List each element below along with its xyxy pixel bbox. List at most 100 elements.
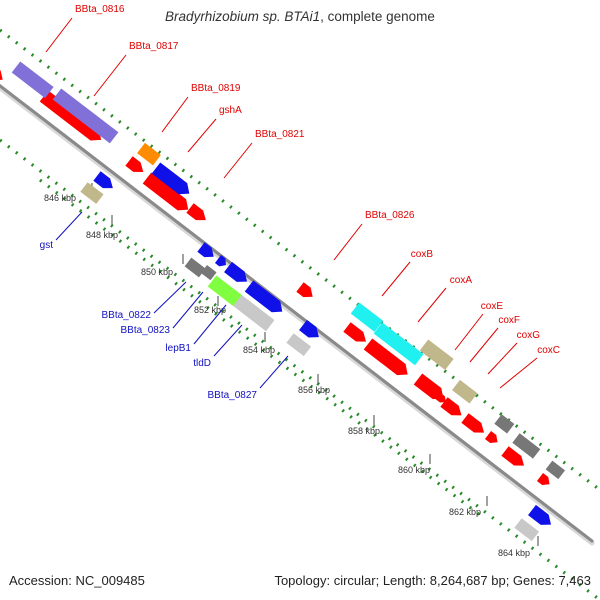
gene-label-leader	[187, 118, 217, 153]
gene-label[interactable]: BBta_0821	[255, 129, 305, 140]
features	[0, 61, 566, 542]
gray-feature-2	[200, 265, 217, 281]
scale-tick-label: 854 kbp	[243, 345, 275, 355]
red-cds-1	[0, 65, 3, 81]
red-cds-14	[501, 446, 525, 466]
gene-label[interactable]: BBta_0826	[365, 210, 415, 221]
gene-label[interactable]: coxE	[481, 301, 504, 312]
gene-label-leader	[417, 287, 447, 323]
blue-cds-6	[244, 280, 283, 313]
blue-cds-4	[214, 255, 226, 267]
backbone-group	[0, 83, 595, 546]
page-title: Bradyrhizobium sp. BTAi1, complete genom…	[0, 9, 600, 24]
scale-ticks: 846 kbp 848 kbp 850 kbp 852 kbp 854 kbp 856 k…	[44, 183, 539, 558]
cyan-feature-1	[350, 302, 384, 332]
gene-label[interactable]: BBta_0822	[102, 310, 152, 321]
topology-text: Topology: circular; Length: 8,264,687 bp…	[274, 573, 591, 588]
red-cds-13	[484, 431, 498, 443]
title-suffix: , complete genome	[320, 9, 435, 24]
lime-feature	[207, 275, 242, 307]
scale-tick-label: 846 kbp	[44, 193, 76, 203]
gene-label[interactable]: BBta_0827	[208, 390, 258, 401]
gene-label[interactable]: coxB	[411, 249, 434, 260]
scale-tick-label: 852 kbp	[194, 305, 226, 315]
red-cds-2	[39, 90, 102, 141]
scale-tick-label: 858 kbp	[348, 426, 380, 436]
accession-text: Accession: NC_009485	[9, 573, 145, 588]
gene-label-leader	[213, 324, 243, 357]
red-cds-10	[435, 392, 446, 403]
light-gray-feature-3	[514, 518, 540, 542]
gene-label[interactable]: coxA	[450, 275, 473, 286]
red-cds-4	[142, 172, 189, 211]
gray-feature-5	[545, 460, 566, 480]
red-cds-7	[343, 322, 367, 342]
gene-label[interactable]: lepB1	[165, 343, 191, 354]
blue-cds-3	[197, 242, 214, 258]
gene-label-leader	[193, 304, 227, 345]
blue-cds-2	[93, 171, 113, 189]
gene-label-leader	[55, 211, 83, 241]
gene-label[interactable]: tldD	[193, 358, 211, 369]
gene-label-leader	[469, 327, 499, 363]
gene-label-leader	[153, 281, 187, 314]
orange-feature	[137, 142, 161, 166]
scale-tick-label: 864 kbp	[498, 548, 530, 558]
scale-tick-label: 848 kbp	[86, 230, 118, 240]
dotted-tracks	[0, 28, 600, 600]
gene-label[interactable]: BBta_0819	[191, 83, 241, 94]
blue-cds-5	[224, 261, 248, 282]
gray-feature-4	[512, 433, 541, 459]
gene-label[interactable]: coxC	[537, 345, 560, 356]
khaki-feature-1	[80, 182, 104, 204]
dotted-track-3	[39, 178, 481, 517]
gene-label-leader	[93, 54, 127, 97]
gene-label[interactable]: BBta_0816	[75, 4, 125, 15]
gene-label[interactable]: coxG	[517, 330, 541, 341]
gene-label[interactable]: coxF	[498, 315, 520, 326]
blue-cds-1	[151, 162, 190, 195]
red-cds-9	[413, 373, 444, 400]
khaki-feature-2	[419, 339, 454, 371]
gene-label-leader	[223, 142, 253, 179]
purple-feature-1	[11, 61, 54, 99]
gene-label[interactable]: gst	[40, 240, 54, 251]
blue-cds-8	[528, 504, 552, 525]
dotted-track-2	[0, 138, 600, 600]
gene-label-leader	[381, 261, 411, 297]
gene-label-leader	[259, 355, 289, 389]
blue-cds-7	[299, 319, 319, 338]
red-cds-12	[461, 413, 485, 433]
purple-feature-2	[52, 88, 119, 144]
scale-tick-label: 856 kbp	[298, 385, 330, 395]
gene-label[interactable]: BBta_0817	[129, 41, 179, 52]
gray-feature-1	[184, 257, 206, 278]
backbone-line	[0, 83, 594, 543]
gene-label-leader	[45, 17, 73, 53]
gene-label-leader	[487, 342, 518, 375]
red-cds-15	[536, 473, 550, 485]
cyan-feature-2	[373, 322, 424, 366]
scale-tick-label: 860 kbp	[398, 465, 430, 475]
red-cds-3	[125, 156, 144, 172]
gray-feature-3	[494, 414, 515, 434]
red-cds-6	[296, 282, 313, 298]
red-cds-5	[186, 203, 206, 221]
gene-label-leader	[172, 291, 204, 329]
red-cds-8	[363, 338, 408, 376]
gene-label-leader	[333, 223, 363, 261]
gene-label-leader	[499, 357, 538, 389]
scale-tick-label: 862 kbp	[449, 507, 481, 517]
gene-label-leader	[161, 96, 189, 133]
organism-name: Bradyrhizobium sp. BTAi1	[165, 9, 321, 24]
dotted-track-1	[0, 28, 600, 492]
gene-label[interactable]: gshA	[219, 105, 242, 116]
scale-tick-label: 850 kbp	[141, 267, 173, 277]
gene-label[interactable]: BBta_0823	[121, 325, 171, 336]
khaki-feature-3	[452, 379, 478, 404]
red-cds-11	[440, 397, 462, 416]
gene-label-leader	[454, 313, 484, 351]
